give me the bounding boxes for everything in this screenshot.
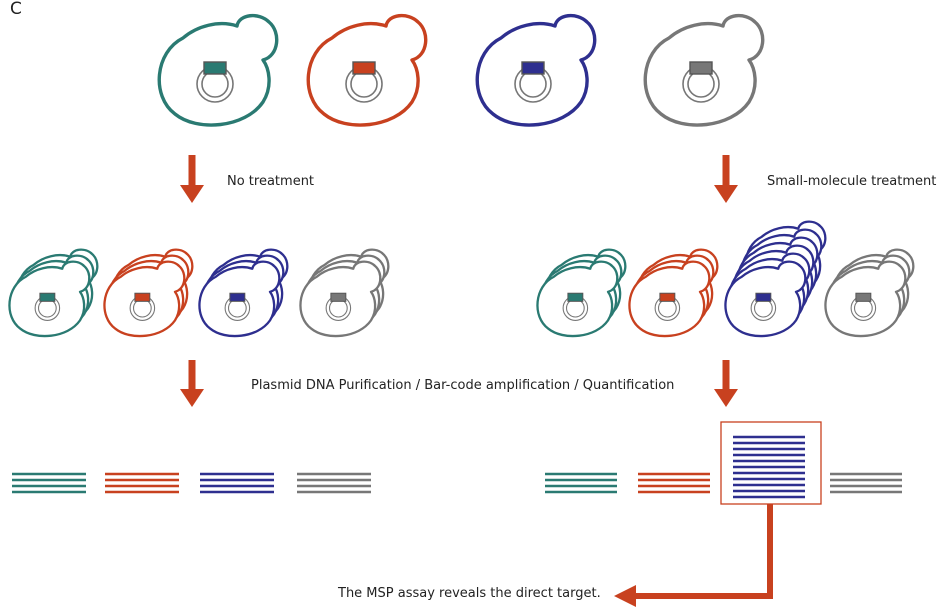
arrow-result bbox=[614, 504, 773, 607]
initial-cell-teal bbox=[157, 14, 279, 127]
initial-cell-row bbox=[157, 14, 765, 127]
panel-letter: C bbox=[10, 0, 22, 19]
initial-cell-blue bbox=[475, 14, 597, 127]
untreated-barcodes-gray bbox=[297, 472, 371, 494]
untreated-barcodes-blue bbox=[200, 472, 274, 494]
result-label: The MSP assay reveals the direct target. bbox=[338, 586, 601, 601]
cell-layer bbox=[103, 260, 186, 338]
barcode-row bbox=[12, 421, 902, 505]
treated-cell-row bbox=[536, 220, 915, 338]
arrow-head bbox=[714, 389, 738, 407]
arrow-head bbox=[714, 185, 738, 203]
arrow-purification-left bbox=[180, 360, 204, 407]
treated-cells-orange bbox=[628, 248, 719, 338]
treated-cells-gray bbox=[824, 248, 915, 338]
treated-cells-teal bbox=[536, 248, 627, 338]
untreated-cells-teal bbox=[8, 248, 99, 338]
barcode-cassette bbox=[134, 292, 151, 302]
barcode-cassette bbox=[659, 292, 676, 302]
untreated-cells-blue bbox=[198, 248, 289, 338]
untreated-barcodes-teal bbox=[12, 472, 86, 494]
arrow-no-treatment bbox=[180, 155, 204, 203]
arrow-head bbox=[614, 585, 636, 607]
barcode-cassette bbox=[567, 292, 584, 302]
untreated-cell-row bbox=[8, 248, 390, 338]
cell-layer bbox=[299, 260, 382, 338]
purification-label: Plasmid DNA Purification / Bar-code ampl… bbox=[251, 378, 675, 393]
cell-layer bbox=[724, 260, 807, 338]
small-molecule-label: Small-molecule treatment bbox=[767, 174, 937, 189]
barcode-cassette bbox=[352, 61, 376, 75]
barcode-cassette bbox=[203, 61, 227, 75]
barcode-cassette bbox=[229, 292, 246, 302]
cell-layer bbox=[198, 260, 281, 338]
arrow-head bbox=[180, 389, 204, 407]
arrow-small-molecule bbox=[714, 155, 738, 203]
barcode-cassette bbox=[755, 292, 772, 302]
untreated-cells-orange bbox=[103, 248, 194, 338]
arrow-shaft bbox=[636, 504, 773, 599]
barcode-cassette bbox=[855, 292, 872, 302]
barcode-cassette bbox=[39, 292, 56, 302]
barcode-cassette bbox=[521, 61, 545, 75]
cell-layer bbox=[824, 260, 907, 338]
treated-barcodes-teal bbox=[545, 472, 617, 494]
cell-layer bbox=[536, 260, 619, 338]
untreated-cells-gray bbox=[299, 248, 390, 338]
initial-cell-orange bbox=[306, 14, 428, 127]
cell-layer bbox=[8, 260, 91, 338]
arrow-purification-right bbox=[714, 360, 738, 407]
treated-barcodes-blue bbox=[733, 435, 805, 499]
treated-barcodes-gray bbox=[830, 472, 902, 494]
untreated-barcodes-orange bbox=[105, 472, 179, 494]
flow-arrows bbox=[180, 155, 773, 607]
initial-cell-gray bbox=[643, 14, 765, 127]
arrow-head bbox=[180, 185, 204, 203]
treated-cells-blue bbox=[724, 220, 827, 338]
cell-layer bbox=[628, 260, 711, 338]
barcode-cassette bbox=[330, 292, 347, 302]
barcode-cassette bbox=[689, 61, 713, 75]
no-treatment-label: No treatment bbox=[227, 174, 315, 189]
treated-barcodes-orange bbox=[638, 472, 710, 494]
